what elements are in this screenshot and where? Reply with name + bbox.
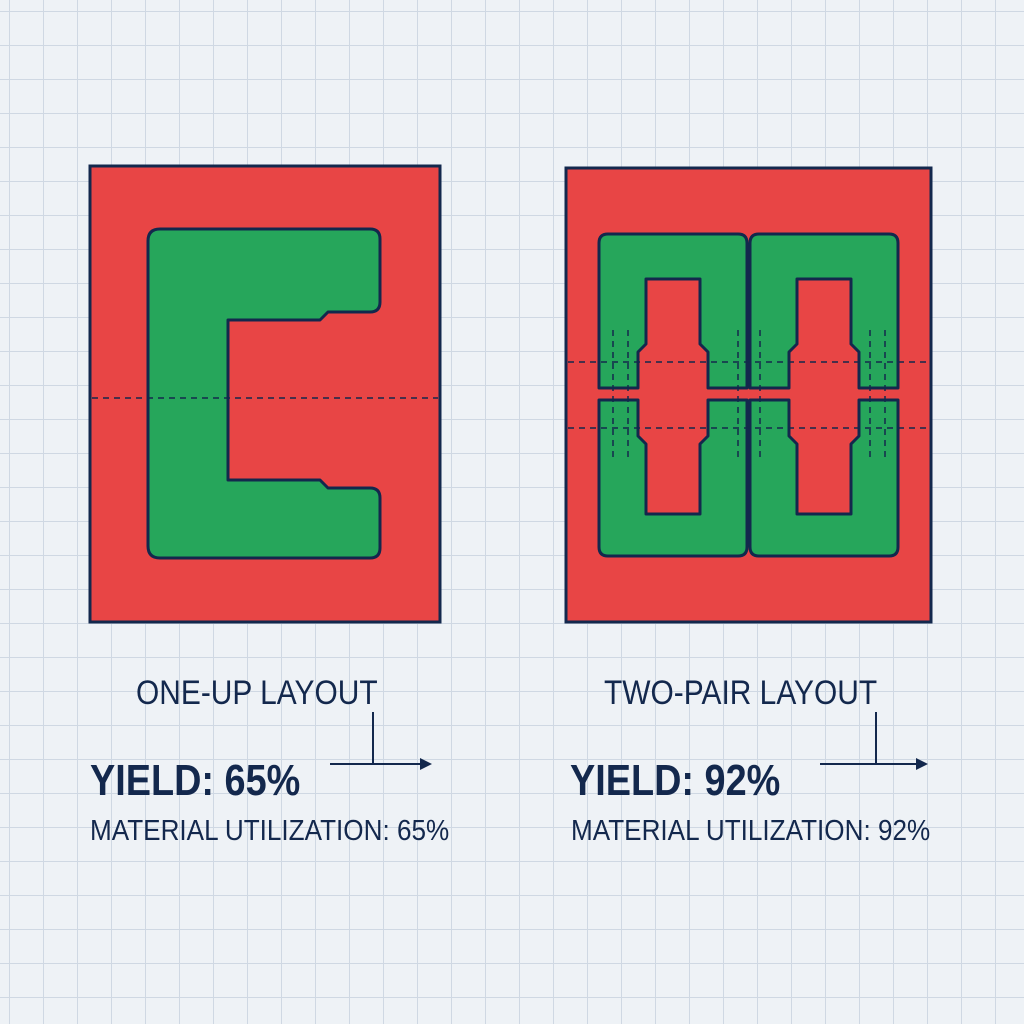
one-up-callout-arrow bbox=[330, 712, 432, 770]
nested-part-right-bottom bbox=[748, 398, 900, 558]
one-up-c-part bbox=[146, 227, 382, 560]
one-up-utilization-label: MATERIAL UTILIZATION: 65% bbox=[90, 815, 450, 847]
two-pair-cut-lines bbox=[568, 330, 929, 460]
nested-part-left-top bbox=[597, 232, 749, 390]
one-up-layout-title: ONE-UP LAYOUT bbox=[136, 674, 378, 712]
nested-part-right-top bbox=[748, 232, 900, 390]
one-up-layout-diagram bbox=[88, 164, 442, 624]
one-up-yield-label: YIELD: 65% bbox=[90, 756, 301, 805]
two-pair-layout-title: TWO-PAIR LAYOUT bbox=[604, 674, 878, 712]
two-pair-layout-diagram bbox=[564, 166, 933, 624]
two-pair-right-pair bbox=[748, 232, 900, 558]
two-pair-callout-arrow bbox=[820, 712, 928, 770]
two-pair-left-pair bbox=[597, 232, 749, 558]
nested-part-left-bottom bbox=[597, 398, 749, 558]
two-pair-utilization-label: MATERIAL UTILIZATION: 92% bbox=[571, 815, 931, 847]
two-pair-yield-label: YIELD: 92% bbox=[570, 756, 781, 805]
